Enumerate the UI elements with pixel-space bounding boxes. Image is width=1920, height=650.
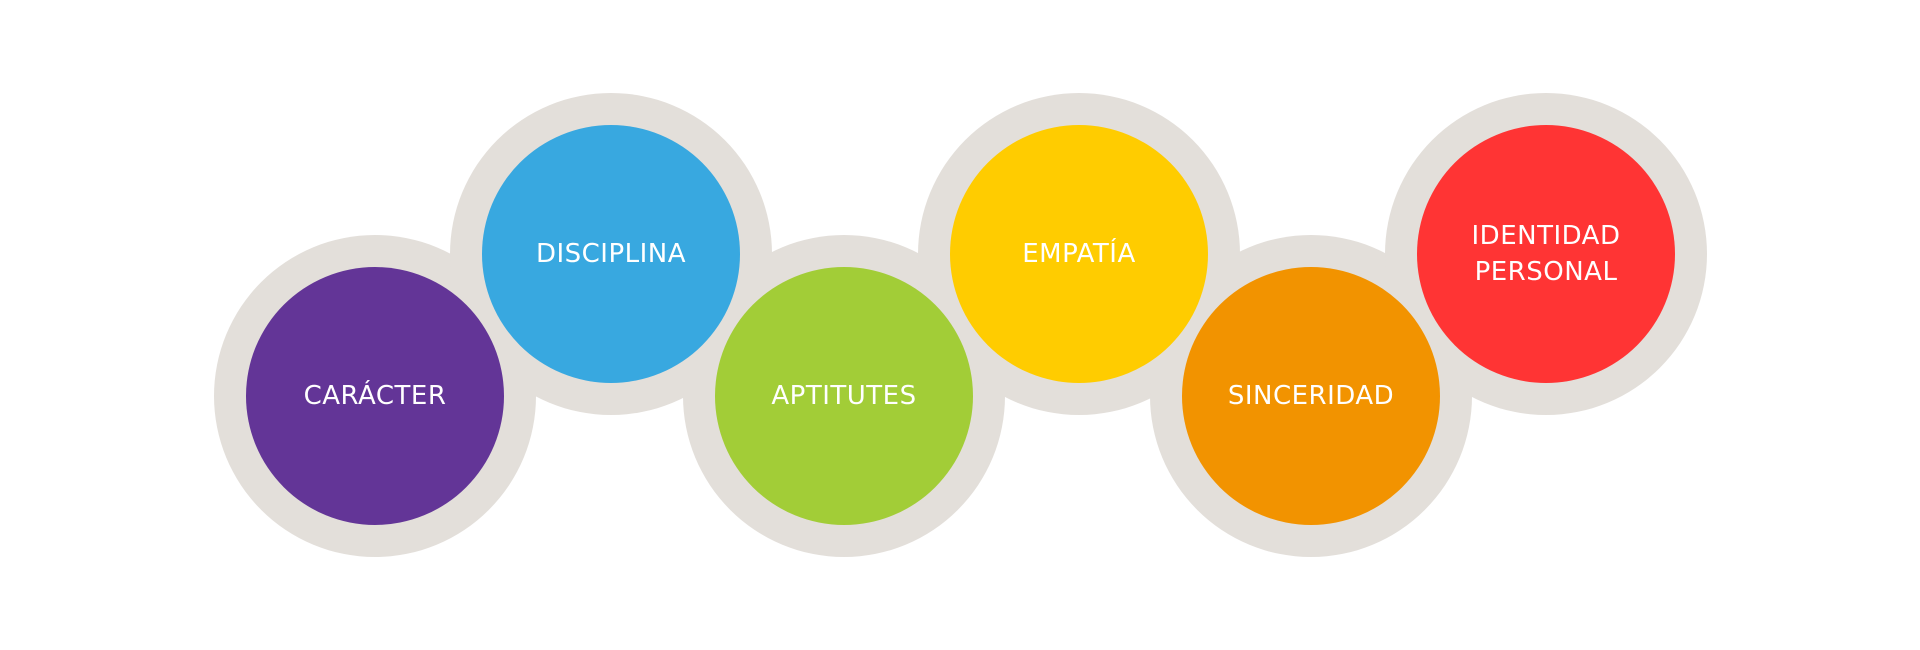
- label-identidad-personal: IDENTIDAD PERSONAL: [1471, 221, 1621, 287]
- label-sinceridad: SINCERIDAD: [1227, 381, 1395, 411]
- label-caracter: CARÁCTER: [303, 381, 447, 411]
- label-empatia: EMPATÍA: [1022, 239, 1136, 269]
- circle-disciplina: DISCIPLINA: [482, 125, 740, 383]
- label-aptitutes: APTITUTES: [771, 381, 917, 411]
- circle-identidad-personal: IDENTIDAD PERSONAL: [1417, 125, 1675, 383]
- circle-sinceridad: SINCERIDAD: [1182, 267, 1440, 525]
- circle-aptitutes: APTITUTES: [715, 267, 973, 525]
- label-disciplina: DISCIPLINA: [535, 239, 687, 269]
- circle-caracter: CARÁCTER: [246, 267, 504, 525]
- circle-empatia: EMPATÍA: [950, 125, 1208, 383]
